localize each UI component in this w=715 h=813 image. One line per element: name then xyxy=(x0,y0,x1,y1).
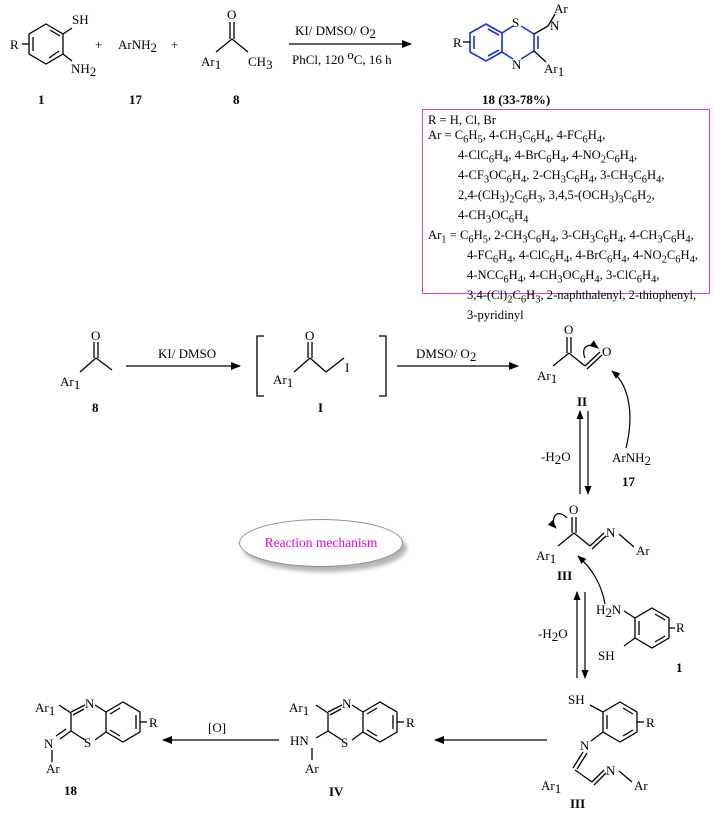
scope-r-line: R = H, Cl, Br xyxy=(428,113,496,127)
atom-n: N xyxy=(606,525,616,540)
substrate-scope-box: R = H, Cl, Br Ar = C6H5, 4-CH3C6H4, 4-FC… xyxy=(422,109,710,322)
atom-ar1: Ar1 xyxy=(536,548,556,566)
label-cpd1-mech: 1 xyxy=(676,660,683,675)
atom-s-product: S xyxy=(512,15,519,30)
label-int-III-b: III xyxy=(570,796,585,811)
mech-arylamine: ArNH2 xyxy=(612,450,651,468)
reactant-aminothiophenol: SH NH2 R xyxy=(10,12,96,79)
atom-ar1: Ar1 xyxy=(537,368,557,386)
atom-n: N xyxy=(580,738,590,753)
plus-sign-2: + xyxy=(171,37,178,52)
atom-n: N xyxy=(44,736,54,751)
atom-o: O xyxy=(305,328,314,343)
scope-ar-line-3: 4-CF3OC6H4, 2-CH3C6H4, 3-CH3C6H4, xyxy=(458,168,665,186)
scope-ar-line-5: 4-CH3OC6H4 xyxy=(458,208,529,226)
atom-ar1: Ar1 xyxy=(60,374,80,392)
atom-r-product: R xyxy=(453,35,462,50)
atom-sh: SH xyxy=(568,692,585,707)
label-cpd18-final: 18 xyxy=(64,783,78,798)
condition-step1: KI/ DMSO xyxy=(158,346,216,361)
label-int-I: I xyxy=(318,400,323,415)
condition-step2: DMSO/ O2 xyxy=(416,346,476,364)
label-int-III-a: III xyxy=(557,568,572,583)
atom-r: R xyxy=(149,715,158,730)
atom-ar-product: Ar xyxy=(554,1,568,16)
atom-h: H2N xyxy=(596,602,622,620)
curved-arrow-amine-attack xyxy=(611,370,631,449)
scope-ar1-line-5: 3-pyridinyl xyxy=(467,307,524,322)
atom-ar: Ar xyxy=(634,778,648,793)
label-cpd8: 8 xyxy=(233,92,240,107)
atom-n: N xyxy=(606,763,616,778)
atom-o: O xyxy=(564,322,573,337)
label-int-II: II xyxy=(577,394,587,409)
condition-water-loss-2: -H2O xyxy=(538,626,568,644)
atom-ar1: Ar1 xyxy=(273,372,293,390)
atom-o: O xyxy=(227,7,236,22)
scope-ar1-line-1: Ar1 = C6H5, 2-CH3C6H4, 3-CH3C6H4, 4-CH3C… xyxy=(428,228,694,246)
atom-ar1: Ar1 xyxy=(541,778,561,796)
atom-hn: HN xyxy=(290,733,309,748)
atom-n-exo-product: N xyxy=(550,18,560,33)
intermediate-II-glyoxal: O O Ar1 xyxy=(537,322,611,386)
atom-o: O xyxy=(602,344,611,359)
atom-sh: SH xyxy=(72,12,89,27)
label-cpd1: 1 xyxy=(38,92,45,107)
atom-sh: SH xyxy=(598,648,615,663)
scope-ar1-line-3: 4-NCC6H4, 4-CH3OC6H4, 3-ClC6H4, xyxy=(467,267,660,286)
intermediate-III-diimine: SH N R N Ar Ar1 xyxy=(541,692,655,796)
atom-r: R xyxy=(676,620,685,635)
atom-s: S xyxy=(84,735,91,750)
atom-ar: Ar xyxy=(46,761,60,776)
label-cpd17-mech: 17 xyxy=(622,474,636,489)
curved-arrow-thiol-attack xyxy=(577,555,606,605)
atom-r: R xyxy=(10,37,19,52)
condition-main-bottom: PhCl, 120 oC, 16 h xyxy=(292,47,392,67)
atom-nh: NH2 xyxy=(71,61,96,79)
product-benzothiazine: S N N Ar Ar1 R xyxy=(453,1,568,79)
label-cpd18-yield: 18 (33-78%) xyxy=(482,92,550,107)
atom-n: N xyxy=(342,696,352,711)
atom-n-ring-product: N xyxy=(512,57,522,72)
atom-n: N xyxy=(85,696,95,711)
atom-r: R xyxy=(406,715,415,730)
intermediate-IV: N S R Ar1 HN Ar xyxy=(289,696,415,776)
label-cpd8-mech: 8 xyxy=(92,400,99,415)
atom-ar1-product: Ar1 xyxy=(544,61,564,79)
mechanism-title: Reaction mechanism xyxy=(264,535,378,550)
atom-ar1: Ar1 xyxy=(289,700,309,718)
intermediate-III-imine: O N Ar Ar1 xyxy=(536,502,650,566)
mechanism-title-ellipse: Reaction mechanism xyxy=(239,519,403,567)
scope-ar1-line-2: 4-FC6H4, 4-ClC6H4, 4-BrC6H4, 4-NO2C6H4, xyxy=(467,247,699,266)
atom-o: O xyxy=(569,502,578,517)
atom-ar1: Ar1 xyxy=(35,700,55,718)
atom-ch: CH3 xyxy=(248,54,273,72)
label-cpd17: 17 xyxy=(129,92,143,107)
atom-ar: Ar xyxy=(636,543,650,558)
mech-ketone-8: O Ar1 xyxy=(60,328,113,392)
condition-oxidation: [O] xyxy=(208,720,226,735)
label-int-IV: IV xyxy=(329,784,344,799)
condition-water-loss-1: -H2O xyxy=(541,449,571,467)
scope-ar-line-4: 2,4-(CH3)2C6H3, 3,4,5-(OCH3)3C6H2, xyxy=(458,188,655,206)
scope-ar1-line-4: 3,4-(Cl)2C6H3, 2-naphthalenyl, 2-thiophe… xyxy=(467,287,697,306)
scope-ar-line-1: Ar = C6H5, 4-CH3C6H4, 4-FC6H4, xyxy=(428,128,606,146)
intermediate-I: O I Ar1 xyxy=(256,328,387,397)
atom-r: R xyxy=(646,715,655,730)
mech-aminothiophenol: H2N SH R xyxy=(596,602,685,663)
atom-i: I xyxy=(345,360,349,375)
condition-main-top: KI/ DMSO/ O2 xyxy=(295,23,376,41)
reactant-arylketone: O Ar1 CH3 xyxy=(201,7,273,72)
atom-ar: Ar xyxy=(305,761,319,776)
plus-sign-1: + xyxy=(95,37,102,52)
final-product-18: N S R Ar1 N Ar xyxy=(35,696,158,776)
reactant-arylamine: ArNH2 xyxy=(118,37,157,55)
atom-s: S xyxy=(341,735,348,750)
atom-ar1: Ar1 xyxy=(201,54,221,72)
atom-o: O xyxy=(91,328,100,343)
scope-ar-line-2: 4-ClC6H4, 4-BrC6H4, 4-NO2C6H4, xyxy=(458,148,638,166)
